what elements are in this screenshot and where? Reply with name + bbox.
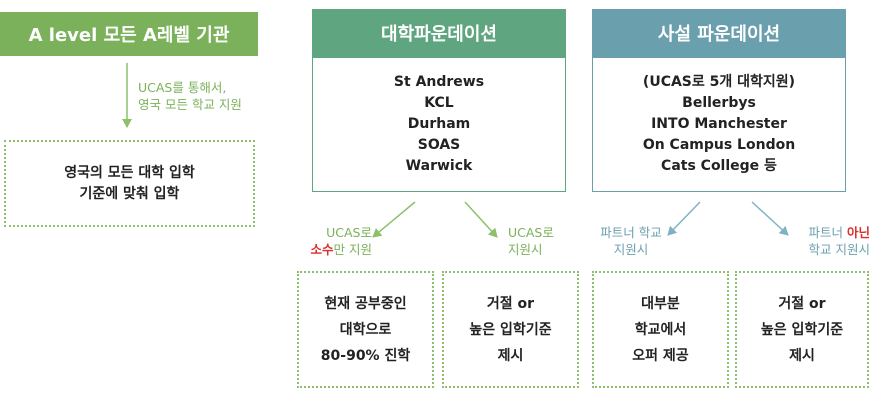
private-line-3: INTO Manchester xyxy=(651,116,787,132)
foundation-universities-box: St Andrews KCL Durham SOAS Warwick xyxy=(312,57,566,192)
foundation-uni-2: KCL xyxy=(424,95,454,111)
private-foundation-box: (UCAS로 5개 대학지원) Bellerbys INTO Mancheste… xyxy=(592,57,846,192)
outcome-offer-line1: 대부분 xyxy=(641,295,680,312)
private-line-1: (UCAS로 5개 대학지원) xyxy=(642,74,796,90)
ucas-few-highlight: 소수 xyxy=(310,242,334,257)
nonpartner-line2: 학교 지원시 xyxy=(808,242,870,257)
ucas-apply-line2: 지원시 xyxy=(508,242,543,257)
alevel-outcome-line2: 기준에 맞춰 입학 xyxy=(79,185,180,202)
alevel-route-label-line2: 영국 모든 학교 지원 xyxy=(138,97,242,112)
outcome-reject1-line1: 거절 or xyxy=(486,295,535,312)
outcome-current-students: 현재 공부중인 대학으로 80-90% 진학 xyxy=(297,271,434,388)
ucas-apply-line1: UCAS로 xyxy=(508,225,554,240)
private-line-4: On Campus London xyxy=(642,137,796,153)
outcome-reject1-line2: 높은 입학기준 xyxy=(469,321,552,338)
foundation-uni-4: SOAS xyxy=(417,137,461,153)
alevel-route-label-line1: UCAS를 통해서, xyxy=(138,80,227,95)
alevel-header: A level 모든 A레벨 기관 xyxy=(0,12,258,56)
alevel-outcome-box: 영국의 모든 대학 입학 기준에 맞춰 입학 xyxy=(4,140,255,227)
outcome-reject-high-1: 거절 or 높은 입학기준 제시 xyxy=(442,271,579,388)
ucas-few-label: UCAS로 소수만 지원 xyxy=(272,224,373,258)
outcome-reject2-line1: 거절 or xyxy=(778,295,826,312)
outcome-current-line2: 대학으로 xyxy=(339,321,392,338)
private-header-text: 사설 파운데이션 xyxy=(657,24,781,45)
outcome-current-line1: 현재 공부중인 xyxy=(324,295,407,312)
outcome-most-offer: 대부분 학교에서 오퍼 제공 xyxy=(592,271,729,388)
nonpartner-line1: 파트너 아닌 xyxy=(780,224,871,241)
foundation-uni-3: Durham xyxy=(407,116,471,132)
private-header: 사설 파운데이션 xyxy=(592,9,846,57)
arrow-private-right xyxy=(751,201,789,236)
partner-line1: 파트너 학교 xyxy=(600,225,662,240)
ucas-apply-label: UCAS로 지원시 xyxy=(508,224,578,258)
partner-line2: 지원시 xyxy=(613,242,649,257)
alevel-outcome-line1: 영국의 모든 대학 입학 xyxy=(64,164,195,181)
nonpartner-highlight: 아닌 xyxy=(846,225,870,240)
outcome-offer-line3: 오퍼 제공 xyxy=(632,347,689,364)
ucas-few-line2: 소수만 지원 xyxy=(272,241,373,258)
outcome-reject1-line3: 제시 xyxy=(497,347,524,364)
alevel-header-text: A level 모든 A레벨 기관 xyxy=(28,25,230,46)
arrow-foundation-left xyxy=(372,201,416,238)
arrow-foundation-right xyxy=(464,201,498,238)
ucas-few-line1: UCAS로 xyxy=(326,225,372,240)
nonpartner-prefix: 파트너 xyxy=(808,225,847,240)
outcome-current-line3: 80-90% 진학 xyxy=(320,347,411,364)
ucas-few-rest: 만 지원 xyxy=(333,242,372,257)
outcome-reject-high-2: 거절 or 높은 입학기준 제시 xyxy=(735,271,869,388)
outcome-reject2-line2: 높은 입학기준 xyxy=(760,321,844,338)
private-line-2: Bellerbys xyxy=(682,95,756,111)
arrow-private-left xyxy=(667,201,701,236)
alevel-route-label: UCAS를 통해서, 영국 모든 학교 지원 xyxy=(138,79,278,113)
nonpartner-label: 파트너 아닌 학교 지원시 xyxy=(780,224,871,258)
partner-label: 파트너 학교 지원시 xyxy=(586,224,676,258)
foundation-uni-1: St Andrews xyxy=(393,74,485,90)
outcome-offer-line2: 학교에서 xyxy=(634,321,687,338)
outcome-reject2-line3: 제시 xyxy=(789,347,815,364)
foundation-header-text: 대학파운데이션 xyxy=(381,24,497,45)
private-line-5: Cats College 등 xyxy=(661,158,777,174)
foundation-header: 대학파운데이션 xyxy=(312,9,566,57)
foundation-uni-5: Warwick xyxy=(405,158,473,174)
